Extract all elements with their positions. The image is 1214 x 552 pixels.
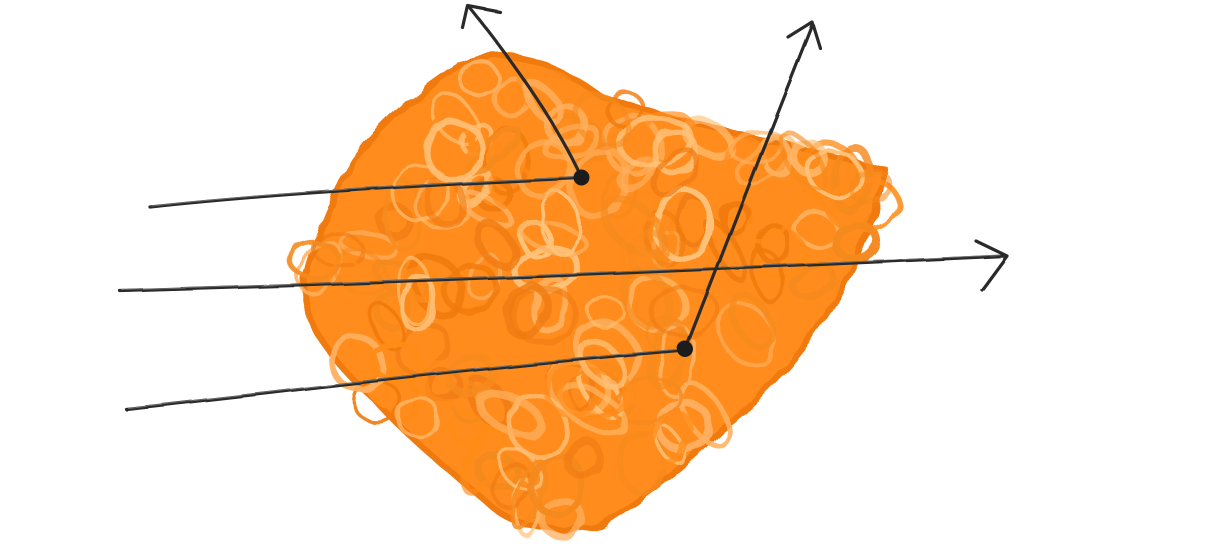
ray-transmitted-middle xyxy=(118,239,1009,293)
scribble-loop xyxy=(441,262,500,315)
scribble-loop xyxy=(372,287,413,330)
scribble-loop xyxy=(510,459,548,530)
medium-fill xyxy=(301,52,889,533)
scribble-loop xyxy=(780,132,828,192)
scribble-loop xyxy=(542,124,601,161)
scribble-loop xyxy=(489,144,537,182)
scribble-loop xyxy=(538,495,585,540)
arrowhead-right xyxy=(974,239,1009,292)
scribble-loop xyxy=(503,283,551,339)
ray-scattered-upper xyxy=(148,4,590,209)
scribble-loop xyxy=(395,395,441,439)
scribble-loop xyxy=(848,168,893,206)
scribble-loop xyxy=(805,148,864,199)
scribble-loop xyxy=(578,338,627,389)
scribble-loop xyxy=(472,219,520,272)
scribble-loop xyxy=(831,221,881,263)
medium-scribbles xyxy=(287,57,901,540)
scribble-loop xyxy=(751,248,786,305)
scribble-loop xyxy=(287,239,342,281)
scribble-loop xyxy=(790,260,836,302)
scribble-loop xyxy=(641,410,693,472)
scribble-loop xyxy=(515,68,575,111)
scribble-loop xyxy=(650,284,719,339)
scribble-loop xyxy=(557,367,634,420)
scribble-loop xyxy=(567,146,631,220)
scribble-loop xyxy=(531,275,569,334)
scribble-loop xyxy=(600,194,668,260)
scribble-loop xyxy=(571,90,633,151)
scribble-loop xyxy=(400,274,437,333)
ray-scattered-lower xyxy=(124,20,822,411)
scribble-loop xyxy=(745,185,799,246)
scribble-loop xyxy=(383,178,424,254)
scribble-loop xyxy=(367,300,407,353)
scribble-loop xyxy=(633,216,675,260)
scribble-loop xyxy=(429,115,475,170)
scribble-loop xyxy=(518,218,591,258)
scribble-loop xyxy=(754,228,807,281)
medium-cloud xyxy=(287,52,901,540)
scribble-loop xyxy=(722,137,765,187)
scribble-loop xyxy=(651,147,699,198)
scribble-loop xyxy=(488,163,536,210)
scribble-loop xyxy=(423,118,486,184)
scribble-loop xyxy=(564,437,604,481)
scribble-loop xyxy=(640,109,700,168)
arrowhead-upper-right xyxy=(786,20,822,50)
scribble-loop xyxy=(585,294,626,330)
scribble-loop xyxy=(602,113,664,177)
scribble-loop xyxy=(475,389,546,439)
scribble-loop xyxy=(383,367,419,422)
scatter-point-upper xyxy=(574,170,590,186)
scribble-loop xyxy=(729,289,775,351)
scribble-loop xyxy=(466,253,503,301)
scribble-loop xyxy=(514,139,573,200)
scribble-loop xyxy=(396,258,434,327)
scribble-loop xyxy=(734,135,798,186)
arrowhead-upper-left xyxy=(461,4,502,30)
scatter-point-lower xyxy=(677,341,693,357)
scribble-loop xyxy=(458,57,500,99)
